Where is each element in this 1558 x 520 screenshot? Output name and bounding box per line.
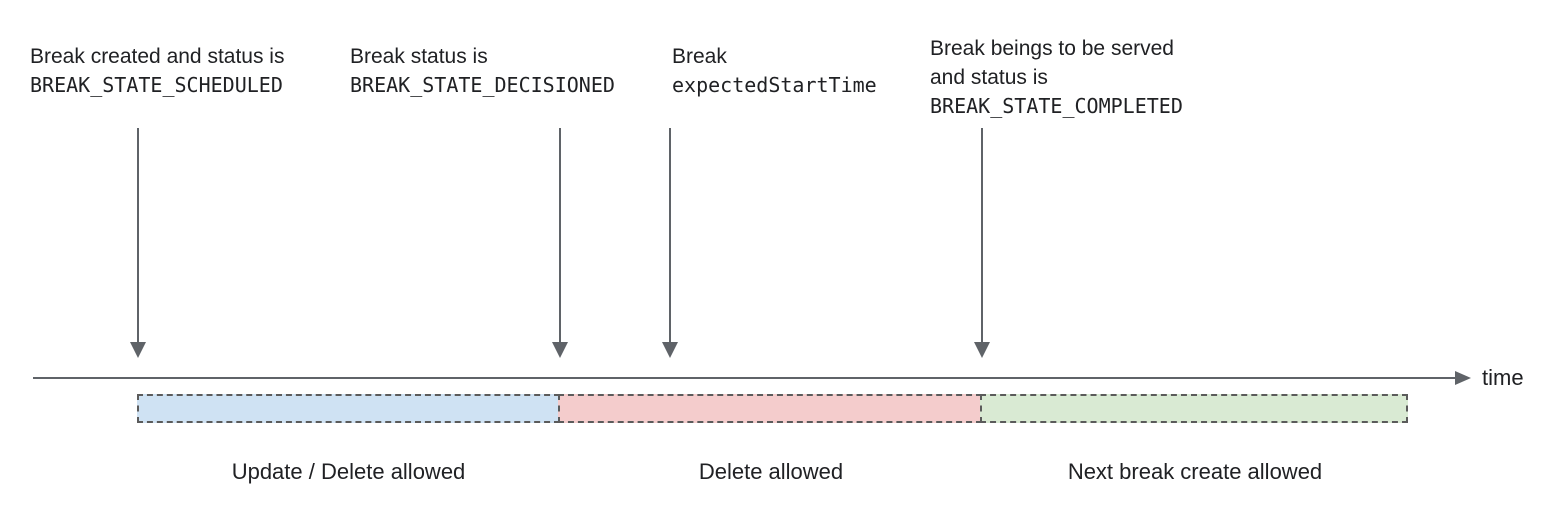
annotation-code: BREAK_STATE_COMPLETED (930, 94, 1183, 118)
annotation-text: Break created and status is (30, 45, 285, 68)
annotation-code: expectedStartTime (672, 73, 877, 97)
annotation-code: BREAK_STATE_SCHEDULED (30, 73, 283, 97)
annotation-break-completed: Break beings to be served and status is … (930, 34, 1183, 121)
annotation-expected-start-time: Break expectedStartTime (672, 42, 877, 100)
arrow-shaft (981, 128, 983, 344)
event-arrow-completed (974, 128, 990, 358)
segment-label-next-break-create: Next break create allowed (1067, 459, 1323, 484)
arrow-down-icon (662, 342, 678, 358)
time-axis-line (33, 377, 1457, 379)
annotation-code: BREAK_STATE_DECISIONED (350, 73, 615, 97)
segment-delete-allowed (558, 394, 982, 423)
event-arrow-decisioned (552, 128, 568, 358)
annotation-text: and status is (930, 66, 1048, 89)
annotation-text: Break (672, 45, 727, 68)
timeline-segments-bar (137, 394, 1408, 423)
annotation-text: Break status is (350, 45, 488, 68)
event-arrow-expected-start (662, 128, 678, 358)
time-axis-label: time (1482, 365, 1524, 390)
arrow-down-icon (130, 342, 146, 358)
arrow-down-icon (974, 342, 990, 358)
annotation-text: Break beings to be served (930, 37, 1174, 60)
segment-label-delete: Delete allowed (698, 459, 844, 484)
segment-label-update-delete: Update / Delete allowed (231, 459, 466, 484)
annotation-break-decisioned: Break status is BREAK_STATE_DECISIONED (350, 42, 615, 100)
arrow-shaft (559, 128, 561, 344)
segment-next-break-create-allowed (980, 394, 1408, 423)
arrow-shaft (137, 128, 139, 344)
arrow-right-icon (1455, 371, 1471, 385)
segment-update-delete-allowed (137, 394, 560, 423)
arrow-shaft (669, 128, 671, 344)
event-arrow-scheduled (130, 128, 146, 358)
annotation-break-scheduled: Break created and status is BREAK_STATE_… (30, 42, 284, 100)
arrow-down-icon (552, 342, 568, 358)
